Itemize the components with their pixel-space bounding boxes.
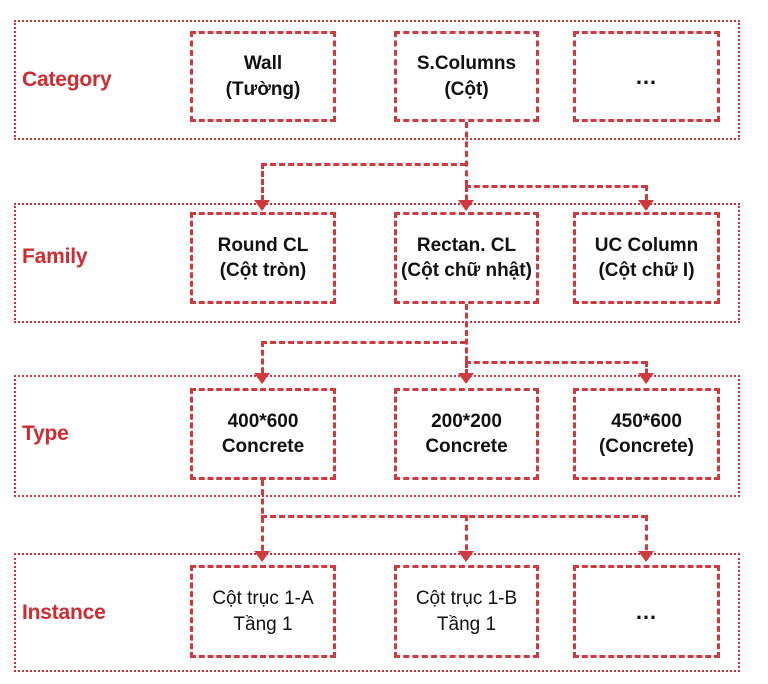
node-line1: UC Column — [594, 234, 699, 256]
node-line2: (Cột chữ I) — [598, 260, 695, 281]
category-node-more[interactable]: … — [573, 31, 720, 122]
instance-node-cot-truc-1a[interactable]: Cột trục 1-A Tầng 1 — [190, 565, 336, 658]
row-label-instance: Instance — [22, 601, 106, 624]
node-line1: 200*200 — [431, 410, 502, 432]
ellipsis-icon: … — [635, 598, 658, 624]
row-band-family — [14, 203, 740, 323]
category-node-wall[interactable]: Wall (Tường) — [190, 31, 336, 122]
node-line1: Wall — [243, 53, 283, 75]
row-band-type — [14, 375, 740, 497]
node-line2: Concrete — [425, 436, 508, 457]
node-line1: Round CL — [217, 234, 309, 256]
family-node-round-cl[interactable]: Round CL (Cột tròn) — [190, 212, 336, 304]
ellipsis-icon: … — [635, 63, 658, 89]
node-line2: Tầng 1 — [436, 613, 497, 635]
instance-node-cot-truc-1b[interactable]: Cột trục 1-B Tầng 1 — [394, 565, 539, 658]
row-label-category: Category — [22, 68, 112, 91]
node-line2: (Concrete) — [598, 436, 694, 457]
node-line2: (Cột) — [444, 78, 489, 100]
type-node-200x200-concrete[interactable]: 200*200 Concrete — [394, 388, 539, 480]
type-node-450x600-concrete[interactable]: 450*600 (Concrete) — [573, 388, 720, 480]
node-line2: (Cột tròn) — [219, 260, 307, 281]
node-line2: Tầng 1 — [233, 613, 293, 635]
category-node-structural-columns[interactable]: S.Columns (Cột) — [394, 31, 539, 122]
node-line1: Rectan. CL — [416, 234, 517, 256]
node-line1: Cột trục 1-B — [415, 588, 518, 610]
row-band-instance — [14, 553, 740, 672]
node-line2: (Cột chữ nhật) — [401, 260, 532, 281]
node-line1: Cột trục 1-A — [212, 588, 314, 610]
row-band-category — [14, 20, 740, 140]
type-node-400x600-concrete[interactable]: 400*600 Concrete — [190, 388, 336, 480]
node-line1: S.Columns — [416, 53, 517, 75]
node-line2: (Tường) — [225, 78, 301, 100]
row-label-type: Type — [22, 422, 69, 445]
node-line1: 450*600 — [611, 410, 682, 432]
node-line2: Concrete — [221, 436, 305, 457]
family-node-uc-column[interactable]: UC Column (Cột chữ I) — [573, 212, 720, 304]
instance-node-more[interactable]: … — [573, 565, 720, 658]
node-line1: 400*600 — [227, 410, 299, 432]
row-label-family: Family — [22, 245, 88, 268]
family-node-rectangular-cl[interactable]: Rectan. CL (Cột chữ nhật) — [394, 212, 539, 304]
